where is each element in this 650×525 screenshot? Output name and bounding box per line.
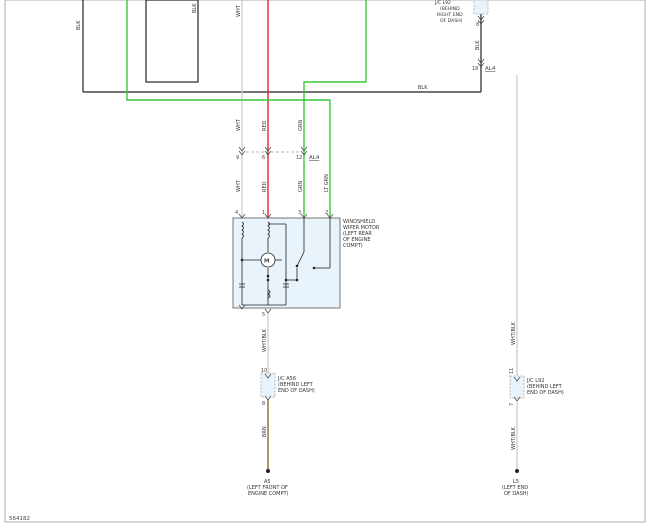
motor-name-4: OF ENGINE xyxy=(343,237,371,243)
wire-label-red-lower: RED xyxy=(262,181,268,192)
al4-mid-pin-9: 9 xyxy=(236,155,239,161)
motor-pin-3: 3 xyxy=(298,210,301,216)
wire-label-red-upper: RED xyxy=(262,120,268,131)
jc-l92-connector xyxy=(509,375,525,402)
motor-pin-1: 1 xyxy=(262,210,265,216)
ground-l5-code: L5 xyxy=(513,479,519,485)
jc-a56-loc-1: (BEHIND LEFT xyxy=(278,382,314,388)
jc-l92-loc-2: END OF DASH) xyxy=(527,390,564,396)
wire-label-whtblk-right-lower: WHT/BLK xyxy=(511,426,517,450)
motor-name-1: WINDSHIELD xyxy=(343,219,375,225)
wiper-motor xyxy=(232,213,341,314)
upper-component-box xyxy=(145,0,199,83)
ground-l5-loc-1: (LEFT END xyxy=(502,485,528,491)
jc-l92-code: J/C L92 xyxy=(526,378,544,384)
wire-label-ltgrn-lower: LT GRN xyxy=(324,174,330,192)
diagram-border xyxy=(4,0,646,523)
top-right-connector-loc-1: (BEHIND xyxy=(440,6,460,12)
jc-a56-loc-2: END OF DASH) xyxy=(278,388,315,394)
wire-label-blk-left: BLK xyxy=(76,20,82,30)
wire-label-whtblk-motor: WHT/BLK xyxy=(262,328,268,352)
wire-label-blk-right: BLK xyxy=(475,40,481,50)
jc-a56-pin-10: 10 xyxy=(261,368,267,374)
top-right-connector xyxy=(473,0,489,25)
motor-name-5: COMPT) xyxy=(343,243,363,249)
jc-a56-pin-8: 8 xyxy=(262,401,265,407)
wire-label-whtblk-right-upper: WHT/BLK xyxy=(511,321,517,345)
jc-a56-code: J/C A56 xyxy=(277,376,296,382)
wire-label-grn-upper: GRN xyxy=(298,120,304,131)
jc-l92-pin-11: 11 xyxy=(509,368,515,374)
wire-label-wht-upper: WHT xyxy=(236,118,242,131)
wire-label-wht-lower: WHT xyxy=(236,179,242,192)
wire-label-blk-top: BLK xyxy=(192,3,198,13)
ground-a5-code: A5 xyxy=(264,479,271,485)
wire-label-brn: BRN xyxy=(262,426,268,437)
al4-mid-code: AL4 xyxy=(309,155,320,161)
al4-right-code: AL4 xyxy=(485,66,496,72)
ground-l5-loc-2: OF DASH) xyxy=(504,491,529,497)
jc-l92-pin-7: 7 xyxy=(509,403,515,406)
top-right-connector-loc-3: OF DASH) xyxy=(440,18,463,24)
motor-name-3: (LEFT REAR xyxy=(343,231,372,237)
ground-a5-point xyxy=(266,469,270,473)
jc-a56-connector xyxy=(260,372,276,401)
ground-a5-loc-1: (LEFT FRONT OF xyxy=(247,485,288,491)
wire-lt-grn xyxy=(126,0,331,218)
top-right-connector-code: J/C L92 xyxy=(434,0,451,6)
ground-l5-point xyxy=(515,469,519,473)
wire-label-grn-lower: GRN xyxy=(298,181,304,192)
top-right-connector-loc-2: RIGHT END xyxy=(437,12,463,18)
al4-mid-pin-12: 12 xyxy=(296,155,302,161)
wire-grn xyxy=(303,0,367,218)
wire-label-wht-top: WHT xyxy=(236,4,242,17)
motor-pin-5: 5 xyxy=(262,312,265,318)
motor-pin-4: 4 xyxy=(235,210,238,216)
top-right-connector-pin: 8 xyxy=(476,22,479,28)
jc-l92-loc-1: (BEHIND LEFT xyxy=(527,384,563,390)
al4-right-connector xyxy=(477,58,485,68)
al4-mid-connector xyxy=(238,146,308,156)
al4-mid-pin-6: 6 xyxy=(262,155,265,161)
blk-loop xyxy=(82,0,482,93)
ground-a5-loc-2: ENGINE COMPT) xyxy=(248,491,289,497)
diagram-id: 564182 xyxy=(9,516,30,522)
motor-icon xyxy=(260,252,276,268)
motor-pin-2: 2 xyxy=(325,210,328,216)
wire-label-blk-bus: BLK xyxy=(418,85,428,91)
motor-name-2: WIPER MOTOR xyxy=(343,225,380,231)
motor-symbol: M xyxy=(264,259,269,265)
al4-right-pin: 18 xyxy=(472,66,478,72)
